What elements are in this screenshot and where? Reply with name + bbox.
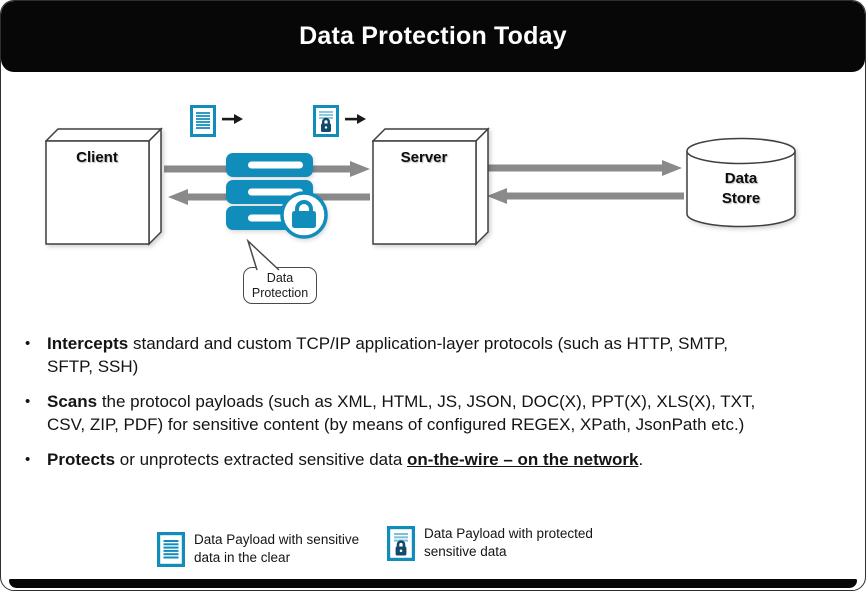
lock-badge-icon	[280, 191, 328, 239]
cylinder-shape	[686, 137, 796, 228]
cube-shape	[371, 127, 490, 246]
callout-tail	[246, 239, 280, 271]
document-clear-icon	[157, 531, 185, 567]
datastore-label: Data Store	[721, 170, 761, 207]
page-title: Data Protection Today	[299, 22, 567, 50]
legend-item-protected: Data Payload with protected sensitive da…	[387, 525, 606, 561]
legend-protected-label: Data Payload with protected sensitive da…	[424, 526, 593, 559]
protected-payload-arrow	[345, 114, 366, 124]
slide-header: Data Protection Today	[1, 1, 865, 72]
slide-footer-bar	[9, 579, 857, 588]
cube-shape	[44, 127, 163, 246]
client-label: Client	[76, 149, 118, 166]
document-clear-icon	[190, 105, 216, 137]
bullet-protects: • Protects or unprotects extracted sensi…	[25, 450, 644, 469]
bullet-marker: •	[25, 393, 31, 410]
bullet-marker: •	[25, 451, 31, 468]
document-lock-icon	[313, 105, 339, 137]
protection-appliance	[226, 153, 328, 239]
client-node: Client	[44, 127, 165, 247]
server-datastore-arrow-right	[483, 160, 682, 176]
bullet-marker: •	[25, 335, 31, 352]
feature-bullet-list: • Intercepts standard and custom TCP/IP …	[23, 332, 763, 483]
document-lock-icon	[387, 525, 415, 561]
datastore-server-arrow-left	[487, 188, 684, 204]
bullet-scans: • Scans the protocol payloads (such as X…	[25, 392, 756, 434]
server-node: Server	[371, 127, 492, 247]
data-protection-callout: Data Protection	[243, 267, 317, 304]
datastore-node: Data Store	[685, 137, 797, 231]
server-label: Server	[400, 149, 448, 166]
clear-payload-arrow	[222, 114, 243, 124]
legend-item-clear: Data Payload with sensitive data in the …	[157, 531, 376, 567]
architecture-diagram: Client Server Data Store	[1, 73, 865, 321]
bullet-intercepts: • Intercepts standard and custom TCP/IP …	[25, 334, 728, 376]
legend-clear-label: Data Payload with sensitive data in the …	[194, 532, 360, 565]
